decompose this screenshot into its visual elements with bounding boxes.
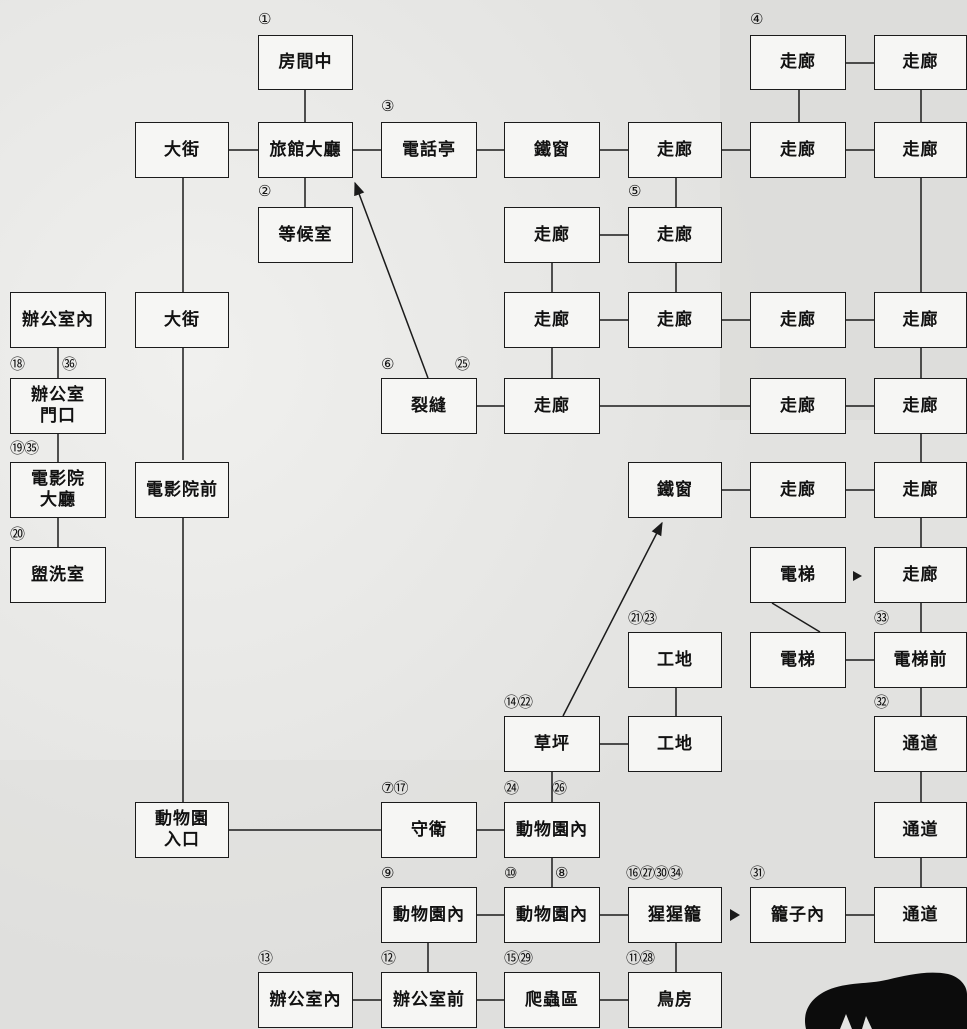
marker-guard: ⑦⑰ [381, 779, 408, 797]
room-office-door: 辦公室 門口 [10, 378, 106, 434]
room-corridor: 走廊 [504, 292, 600, 348]
room-corridor: 走廊 [628, 207, 722, 263]
room-washroom: 盥洗室 [10, 547, 106, 603]
marker-washroom: ⑳ [10, 525, 25, 543]
room-zoo-entrance: 動物園 入口 [135, 802, 229, 858]
room-corridor: 走廊 [874, 462, 967, 518]
room-zoo-inside-a: 動物園內 [381, 887, 477, 943]
room-zoo-inside-b: 動物園內 [504, 802, 600, 858]
room-reptile-area: 爬蟲區 [504, 972, 600, 1028]
room-corridor: 走廊 [874, 122, 967, 178]
room-waiting-room: 等候室 [258, 207, 353, 263]
room-office-inside-bottom: 辦公室內 [258, 972, 353, 1028]
room-street-top: 大街 [135, 122, 229, 178]
room-iron-window-top: 鐵窗 [504, 122, 600, 178]
room-corridor: 走廊 [874, 547, 967, 603]
room-crack: 裂縫 [381, 378, 477, 434]
room-lawn: 草坪 [504, 716, 600, 772]
marker-crack-right: ㉕ [455, 355, 470, 373]
marker-passage: ㉜ [874, 693, 889, 711]
room-corridor: 走廊 [504, 207, 600, 263]
marker-cinema-lobby: ⑲㉟ [10, 439, 39, 457]
marker-in-cage: ㉛ [750, 864, 765, 882]
marker-bird-house: ⑪㉘ [626, 949, 655, 967]
marker-elevator-front: ㉝ [874, 609, 889, 627]
room-orangutan-cage: 猩猩籠 [628, 887, 722, 943]
marker-zoo-a: ㉔ [504, 779, 519, 797]
marker-lawn: ⑭㉒ [504, 693, 533, 711]
room-passage-c: 通道 [874, 887, 967, 943]
marker-zoo-left: ⑨ [381, 864, 394, 882]
room-phone-booth: 電話亭 [381, 122, 477, 178]
marker-zoo-mid-b: ⑧ [555, 864, 568, 882]
room-corridor: 走廊 [874, 292, 967, 348]
room-office-inside-left: 辦公室內 [10, 292, 106, 348]
marker-zoo-b: ㉖ [552, 779, 567, 797]
room-zoo-inside-c: 動物園內 [504, 887, 600, 943]
room-in-cage: 籠子內 [750, 887, 846, 943]
room-elevator-front: 電梯前 [874, 632, 967, 688]
marker-crack-left: ⑥ [381, 355, 394, 373]
marker-waiting-room: ② [258, 182, 271, 200]
room-construction-b: 工地 [628, 716, 722, 772]
room-room: 房間中 [258, 35, 353, 90]
marker-corridor-top: ④ [750, 10, 763, 28]
room-iron-window-mid: 鐵窗 [628, 462, 722, 518]
marker-orangutan-cage: ⑯㉗㉚㉞ [626, 864, 683, 882]
marker-office-b: ㊱ [62, 355, 77, 373]
marker-corridor-mid: ⑤ [628, 182, 641, 200]
room-passage-b: 通道 [874, 802, 967, 858]
room-corridor: 走廊 [750, 462, 846, 518]
marker-phone-booth: ③ [381, 97, 394, 115]
room-bird-house: 鳥房 [628, 972, 722, 1028]
marker-office-front: ⑫ [381, 949, 396, 967]
marker-reptile: ⑮㉙ [504, 949, 533, 967]
room-corridor: 走廊 [750, 35, 846, 90]
room-cinema-lobby: 電影院 大廳 [10, 462, 106, 518]
room-corridor: 走廊 [874, 378, 967, 434]
marker-office-bottom: ⑬ [258, 949, 273, 967]
room-construction-a: 工地 [628, 632, 722, 688]
room-corridor: 走廊 [750, 122, 846, 178]
marker-room: ① [258, 10, 271, 28]
room-street-mid: 大街 [135, 292, 229, 348]
marker-zoo-mid-a: ⑩ [504, 864, 517, 882]
marker-construction: ㉑㉓ [628, 609, 657, 627]
room-elevator-a: 電梯 [750, 547, 846, 603]
room-guard: 守衛 [381, 802, 477, 858]
creature-silhouette-icon [804, 972, 967, 1029]
room-elevator-b: 電梯 [750, 632, 846, 688]
room-office-front: 辦公室前 [381, 972, 477, 1028]
room-passage-a: 通道 [874, 716, 967, 772]
room-hotel-lobby: 旅館大廳 [258, 122, 353, 178]
room-corridor: 走廊 [628, 292, 722, 348]
room-corridor: 走廊 [874, 35, 967, 90]
room-corridor: 走廊 [504, 378, 600, 434]
room-corridor: 走廊 [750, 292, 846, 348]
room-cinema-front: 電影院前 [135, 462, 229, 518]
room-corridor: 走廊 [750, 378, 846, 434]
room-corridor: 走廊 [628, 122, 722, 178]
marker-office-a: ⑱ [10, 355, 25, 373]
